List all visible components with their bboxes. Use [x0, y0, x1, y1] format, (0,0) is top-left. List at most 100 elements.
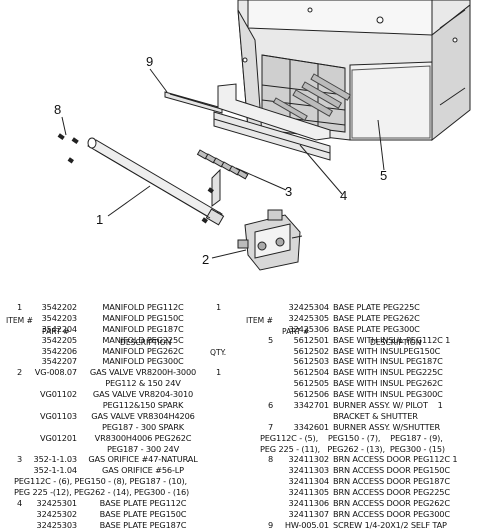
- parts-row: PEG112&150 SPARK: [0, 400, 242, 411]
- part-description: MANIFOLD PEG150C: [102, 312, 184, 323]
- part-description: BRN ACCESS DOOR PEG150C: [333, 465, 450, 476]
- part-number: 3542207: [41, 356, 78, 367]
- part-number: 32425302: [36, 508, 78, 519]
- part-description: PEG187 - 300 24V: [106, 443, 180, 454]
- parts-row: PEG187 - 300 24V: [0, 444, 242, 455]
- parts-row-note: PEG112C - (6), PEG150 - (8), PEG187 - (1…: [14, 476, 188, 487]
- callout-labels: 9 8 1 2 3 4 5: [54, 54, 387, 267]
- parts-row: 32425303 BASE PLATE PEG187C: [0, 520, 242, 531]
- burner-tubes: [272, 73, 352, 122]
- part-number: 32411305: [288, 487, 330, 498]
- callout-1: 1: [96, 212, 103, 227]
- part-number: 32425305: [288, 312, 330, 323]
- callout-5: 5: [380, 168, 387, 183]
- item-number: 9: [267, 519, 273, 530]
- part-description: BASE PLATE PEG225C: [333, 302, 420, 312]
- callout-8: 9: [146, 54, 153, 69]
- header-part: PART #: [282, 326, 310, 336]
- header-description: DESCRIPTION: [120, 337, 172, 347]
- parts-table-header-left: ITEM # PART # DESCRIPTION QTY.: [0, 283, 240, 358]
- part-description: BASE PLATE PEG300C: [333, 323, 420, 334]
- part-description: MANIFOLD PEG112C: [102, 302, 184, 312]
- header-description: DESCRIPTION: [370, 337, 422, 347]
- part-description: BRN ACCESS DOOR PEG187C: [333, 476, 450, 487]
- part-number: VG-008.07: [34, 367, 77, 378]
- burner-access-door: [164, 91, 223, 114]
- parts-row: 3542205 MANIFOLD PEG225C: [0, 335, 242, 346]
- parts-row-note: PEG 225 - (11), PEG262 - (13), PEG300 - …: [260, 443, 445, 454]
- part-number: 3542204: [41, 323, 78, 334]
- part-number: 32411307: [288, 508, 330, 519]
- part-description: GAS ORIFICE #47-NATURAL: [88, 454, 198, 465]
- part-description: GAS VALVE VR8200H-3000: [89, 367, 197, 378]
- parts-row: PEG112C - (5), PEG150 - (7), PEG187 - (9…: [244, 433, 487, 444]
- parts-row-note: PEG112C - (5), PEG150 - (7), PEG187 - (9…: [260, 432, 443, 443]
- base-plate: [213, 83, 331, 161]
- item-number: 7: [267, 421, 273, 432]
- part-description: BURNER ASSY. W/SHUTTER: [333, 421, 441, 432]
- parts-row: 3542204 MANIFOLD PEG187C: [0, 324, 242, 335]
- part-description: BRN ACCESS DOOR PEG112C 1: [333, 454, 458, 465]
- parts-row: 3542207 MANIFOLD PEG300C: [0, 356, 242, 367]
- part-description: BRN ACCESS DOOR PEG300C: [333, 508, 450, 519]
- part-description: BASE PLATE PEG187C: [99, 519, 187, 530]
- header-qty: QTY.: [210, 348, 227, 358]
- part-number: 32411304: [288, 476, 330, 487]
- part-number: HW-005.01: [284, 519, 329, 530]
- part-description: PEG187 - 300 SPARK: [101, 421, 185, 432]
- part-description: MANIFOLD PEG300C: [102, 356, 184, 367]
- part-number: 32425301: [36, 498, 78, 509]
- part-number: VG01102: [40, 389, 77, 400]
- part-number: 5612502: [293, 345, 330, 356]
- parts-row: PEG 225 - (11), PEG262 - (13), PEG300 - …: [244, 444, 487, 455]
- part-description: PEG112&150 SPARK: [102, 400, 184, 411]
- header-item: ITEM #: [246, 315, 274, 325]
- part-description: BASE WITH INSUL PEG300C: [333, 389, 443, 400]
- part-number: VG01201: [40, 432, 77, 443]
- part-description: MANIFOLD PEG187C: [102, 323, 184, 334]
- part-number: 3542205: [41, 334, 78, 345]
- part-description: BASE PLATE PEG150C: [99, 508, 187, 519]
- part-description: BRN ACCESS DOOR PEG225C: [333, 487, 450, 498]
- callout-9: 8: [54, 102, 61, 117]
- gas-orifices: [196, 149, 249, 180]
- part-number: 32411303: [288, 465, 330, 476]
- part-number: 32425303: [36, 519, 78, 530]
- part-description: GAS ORIFICE #56-LP: [102, 465, 184, 476]
- part-description: BURNER ASSY. W/ PILOT 1: [333, 400, 443, 411]
- part-number: VG01103: [40, 410, 77, 421]
- part-number: 32425306: [288, 323, 330, 334]
- item-number: 2: [16, 367, 22, 378]
- gas-valve: [237, 209, 303, 271]
- part-quantity: 1: [216, 302, 222, 312]
- exploded-parts-diagram: 9 8 1 2 3 4 5: [54, 0, 471, 271]
- item-number: 4: [16, 498, 22, 509]
- header-part: PART #: [42, 326, 70, 336]
- part-number: 32411302: [288, 454, 330, 465]
- part-description: MANIFOLD PEG225C: [102, 334, 184, 345]
- parts-row: PEG112 & 150 24V: [0, 378, 242, 389]
- parts-row: PEG112C - (6), PEG150 - (8), PEG187 - (1…: [0, 476, 242, 487]
- part-description: BASE WITH INSUL PEG112C 1: [333, 334, 451, 345]
- part-description: BASE WITH INSULPEG150C: [333, 345, 441, 356]
- part-description: PEG112 & 150 24V: [105, 378, 181, 389]
- header-item: ITEM #: [6, 315, 34, 325]
